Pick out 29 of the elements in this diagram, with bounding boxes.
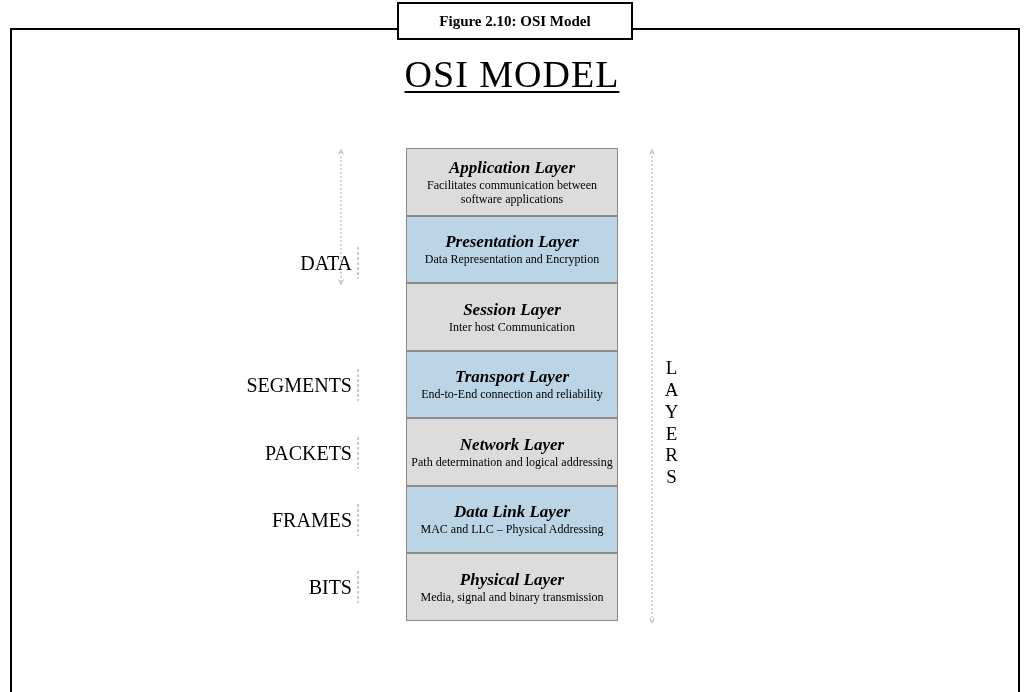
layer-box	[406, 485, 618, 553]
layer-description: MAC and LLC – Physical Addressing	[419, 522, 605, 537]
layer-description: Facilitates communication between software applications	[426, 177, 598, 206]
layer-description: Media, signal and binary transmission	[419, 589, 605, 604]
layer-name: Session Layer	[463, 299, 561, 320]
layer-box	[406, 350, 618, 418]
layer-name: Transport Layer	[454, 367, 570, 388]
figure-caption: Figure 2.10: OSI Model	[397, 2, 633, 40]
layer-box	[406, 215, 618, 283]
layer-box	[406, 418, 618, 486]
layer-description: Inter host Communication	[448, 319, 576, 334]
layer-name: Application Layer	[448, 157, 576, 178]
data-unit-label: BITS	[308, 575, 352, 599]
layer-name: Presentation Layer	[445, 232, 579, 253]
layer-box	[406, 553, 618, 621]
layer-name: Network Layer	[459, 434, 565, 455]
layer-box	[406, 148, 618, 216]
data-unit-label: FRAMES	[271, 508, 352, 532]
layer-description: Data Representation and Encryption	[423, 252, 601, 267]
diagram-title: OSI MODEL	[403, 52, 621, 96]
data-unit-label: DATA	[300, 251, 352, 275]
axis-label: LAYERS	[663, 357, 680, 489]
layer-name: Data Link Layer	[453, 502, 571, 523]
layer-description: Path determination and logical addressing	[410, 454, 614, 469]
layer-name: Physical Layer	[459, 569, 565, 590]
data-unit-label: SEGMENTS	[246, 373, 352, 397]
layer-box	[406, 283, 618, 351]
layer-description: End-to-End connection and reliability	[420, 387, 604, 402]
data-unit-label: PACKETS	[264, 441, 352, 465]
